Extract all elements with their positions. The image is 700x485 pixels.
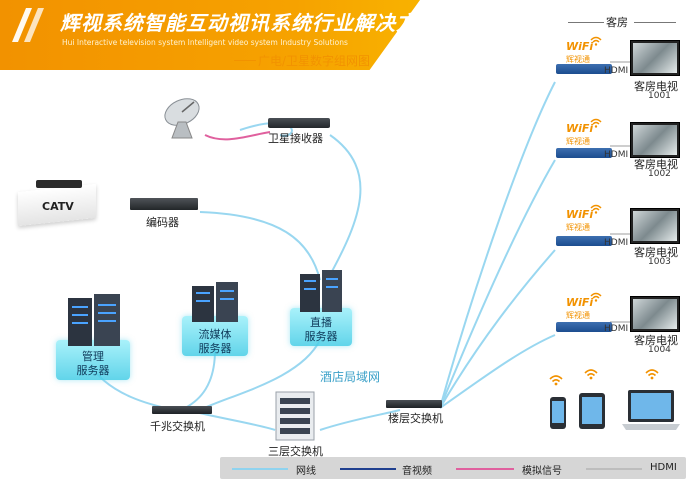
- room-1002-wifi-icon: [590, 118, 602, 128]
- room-1002-tv-label: 客房电视: [634, 158, 678, 171]
- gigabit-switch-device: [152, 406, 212, 414]
- legend-network-line: [232, 468, 288, 470]
- guest-room-line-right: [634, 22, 676, 23]
- room-1004-hdmi-label: HDMI: [604, 324, 629, 334]
- live-server-base: [290, 308, 352, 346]
- laptop-icon: [622, 390, 680, 430]
- page-title-english: Hui Interactive television system Intell…: [62, 38, 348, 47]
- room-1001-tv: [630, 40, 680, 76]
- streaming-server-label: 流媒体 服务器: [198, 328, 232, 355]
- room-1004-tv-label: 客房电视: [634, 334, 678, 347]
- legend-analog-label: 模拟信号: [522, 466, 562, 477]
- satellite-dish-icon: [164, 98, 200, 139]
- streaming-server-base: [182, 316, 248, 356]
- tablet-icon: [579, 393, 605, 429]
- legend-av-line: [340, 468, 396, 470]
- guest-room-title: 客房: [606, 16, 628, 29]
- room-1003-number: 1003: [648, 257, 671, 267]
- room-1002-stb: [556, 148, 612, 158]
- live-server-label: 直播 服务器: [304, 316, 338, 343]
- live-server-icon: [300, 270, 342, 312]
- room-1003-tv-label: 客房电视: [634, 246, 678, 259]
- l3-switch-label: 三层交换机: [268, 445, 323, 458]
- legend-analog-line: [456, 468, 514, 470]
- tablet-wifi-icon: [584, 369, 598, 380]
- line-live-to-gigabit: [199, 339, 321, 411]
- floor-switch-device: [386, 400, 442, 408]
- room-1003-stb: [556, 236, 612, 246]
- room-1003-tv: [630, 208, 680, 244]
- gigabit-switch-label: 千兆交换机: [150, 420, 205, 433]
- room-1001-wifi-label: WiFi: [566, 40, 594, 53]
- room-1001-tv-label: 客房电视: [634, 80, 678, 93]
- room-1002-tv: [630, 122, 680, 158]
- room-1002-hdmi-label: HDMI: [604, 150, 629, 160]
- encoder-device: [130, 198, 198, 210]
- line-stream-to-gigabit: [184, 349, 216, 409]
- room-1003-wifi-icon: [590, 204, 602, 214]
- legend-hdmi-line: [586, 468, 642, 470]
- room-1001-stb: [556, 64, 612, 74]
- room-1001-brand-label: 辉视通: [566, 55, 590, 64]
- management-server-label: 管理 服务器: [76, 350, 110, 377]
- room-1004-wifi-label: WiFi: [566, 296, 594, 309]
- header-banner: [0, 0, 420, 70]
- line-l3-to-floor: [319, 409, 401, 431]
- line-floor-to-room2: [439, 159, 556, 409]
- room-1002-brand-label: 辉视通: [566, 137, 590, 146]
- room-1003-brand-label: 辉视通: [566, 223, 590, 232]
- phone-wifi-icon: [549, 375, 563, 386]
- line-encoder-to-live: [199, 211, 321, 281]
- room-1003-wifi-label: WiFi: [566, 208, 594, 221]
- floor-switch-label: 楼层交换机: [388, 412, 443, 425]
- satellite-receiver-label: 卫星接收器: [268, 132, 323, 145]
- encoder-label: 编码器: [146, 216, 179, 229]
- room-1002-number: 1002: [648, 169, 671, 179]
- room-1004-wifi-icon: [590, 292, 602, 302]
- line-analog: [204, 131, 271, 141]
- room-1001-wifi-icon: [590, 36, 602, 46]
- management-server-icon: [68, 294, 120, 346]
- management-server-base: [56, 340, 130, 380]
- diagram-subtitle: 广电/卫星数字组网图: [258, 54, 371, 68]
- line-floor-to-room1: [439, 81, 556, 409]
- line-floor-to-room3: [439, 249, 556, 409]
- legend-network-label: 网线: [296, 466, 316, 477]
- guest-room-line-left: [568, 22, 604, 23]
- room-1004-stb: [556, 322, 612, 332]
- line-gigabit-to-l3: [194, 411, 276, 431]
- room-1001-hdmi-label: HDMI: [604, 66, 629, 76]
- satellite-receiver-device: [268, 118, 330, 128]
- legend-hdmi-label: HDMI: [650, 462, 677, 473]
- brand-logo-icon: [12, 8, 44, 42]
- page-title: 辉视系统智能互动视讯系统行业解决方案: [60, 11, 438, 35]
- catv-label: CATV: [42, 200, 74, 213]
- room-1001-number: 1001: [648, 91, 671, 101]
- legend-bar: [220, 457, 686, 479]
- legend-av-label: 音视频: [402, 466, 432, 477]
- room-1004-number: 1004: [648, 345, 671, 355]
- l3-switch-icon: [275, 391, 315, 441]
- phone-icon: [550, 397, 566, 429]
- laptop-wifi-icon: [645, 369, 659, 380]
- subtitle-divider: [234, 60, 256, 61]
- room-1003-hdmi-label: HDMI: [604, 238, 629, 248]
- hotel-lan-label: 酒店局域网: [320, 370, 381, 384]
- streaming-server-icon: [192, 282, 238, 322]
- room-1002-wifi-label: WiFi: [566, 122, 594, 135]
- room-1004-brand-label: 辉视通: [566, 311, 590, 320]
- catv-device: [36, 180, 82, 188]
- line-floor-to-room4: [439, 334, 556, 409]
- line-sat-to-live: [329, 134, 362, 276]
- room-1004-tv: [630, 296, 680, 332]
